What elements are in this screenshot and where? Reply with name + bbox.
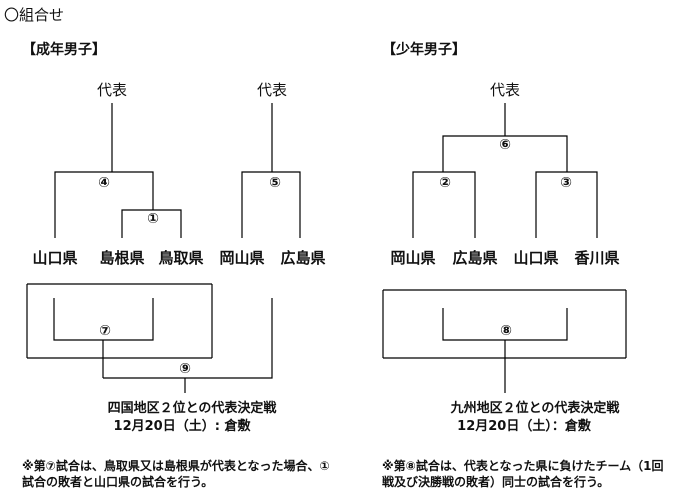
- match-5-label: ⑤: [269, 175, 281, 191]
- bracket-line: [442, 135, 568, 172]
- page-title: 〇組合せ: [4, 6, 65, 24]
- youth-playoff-date: 12月20日（土）：倉敷: [457, 419, 591, 434]
- bracket-line: [103, 298, 273, 379]
- adult-pref-yamaguchi: 山口県: [32, 249, 78, 267]
- youth-playoff-title: 九州地区２位との代表決定戦: [450, 401, 620, 416]
- youth-pref-hiroshima: 広島県: [452, 249, 498, 267]
- bracket-line: [241, 171, 301, 238]
- youth-pref-kagawa: 香川県: [574, 249, 620, 267]
- adult-pref-tottori: 鳥取県: [158, 249, 204, 267]
- bracket-line: [535, 171, 598, 238]
- adult-playoff-date: 12月20日（土）: 倉敷: [113, 419, 251, 434]
- match-7-label: ⑦: [99, 323, 111, 339]
- adult-rep-right: 代表: [256, 81, 288, 99]
- adult-pref-okayama: 岡山県: [219, 249, 265, 267]
- match-9-label: ⑨: [179, 361, 191, 377]
- match-1-label: ①: [147, 211, 159, 227]
- adult-heading: 【成年男子】: [22, 42, 106, 58]
- youth-pref-okayama: 岡山県: [390, 249, 436, 267]
- adult-playoff-title: 四国地区２位との代表決定戦: [107, 401, 277, 416]
- adult-pref-shimane: 島根県: [99, 249, 145, 267]
- match-3-label: ③: [560, 175, 572, 191]
- bracket-line: [412, 171, 476, 238]
- youth-pref-yamaguchi: 山口県: [513, 249, 559, 267]
- adult-rep-left: 代表: [96, 81, 128, 99]
- match-2-label: ②: [439, 175, 451, 191]
- youth-heading: 【少年男子】: [382, 42, 466, 58]
- match-4-label: ④: [98, 175, 110, 191]
- match-8-label: ⑧: [500, 323, 512, 339]
- bracket-line: [54, 171, 154, 238]
- bracket-line: [121, 209, 182, 238]
- youth-note: ※第⑧試合は、代表となった県に負けたチーム（1回戦及び決勝戦の敗者）同士の試合を…: [382, 459, 664, 489]
- adult-pref-hiroshima: 広島県: [280, 249, 326, 267]
- match-6-label: ⑥: [499, 137, 511, 153]
- adult-note: ※第⑦試合は、鳥取県又は島根県が代表となった場合、①試合の敗者と山口県の試合を行…: [22, 459, 330, 489]
- youth-rep: 代表: [489, 81, 521, 99]
